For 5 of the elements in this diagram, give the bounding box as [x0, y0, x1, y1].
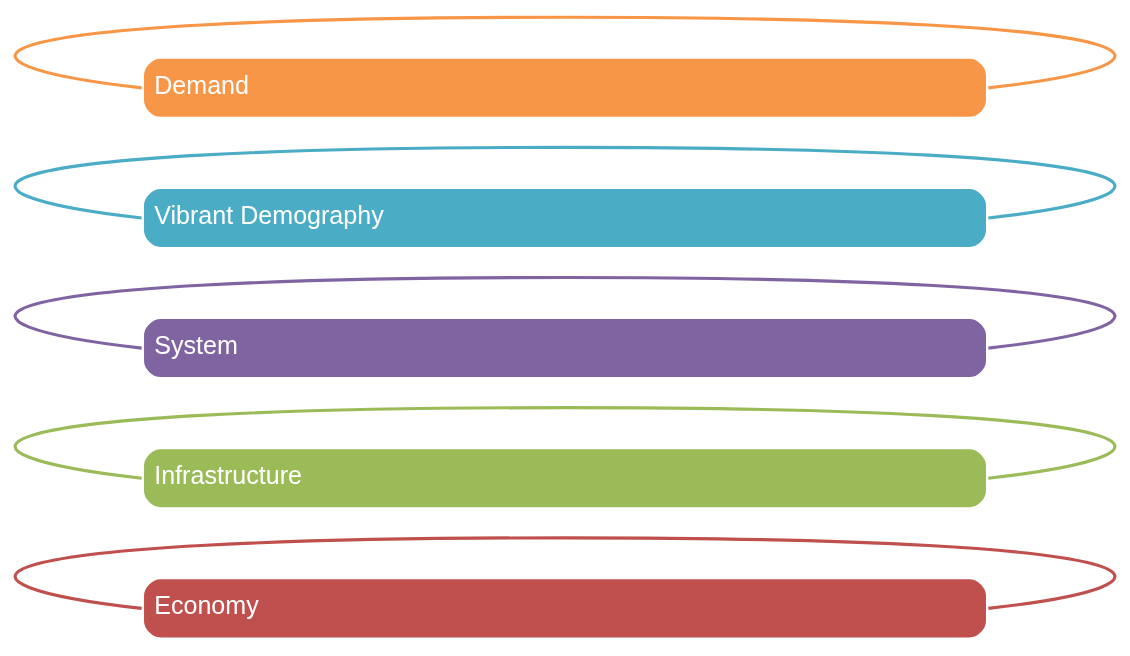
connector — [15, 275, 1115, 350]
connector — [15, 145, 1115, 219]
connector — [15, 15, 1115, 89]
connector — [15, 405, 1115, 480]
connector — [15, 535, 1115, 610]
